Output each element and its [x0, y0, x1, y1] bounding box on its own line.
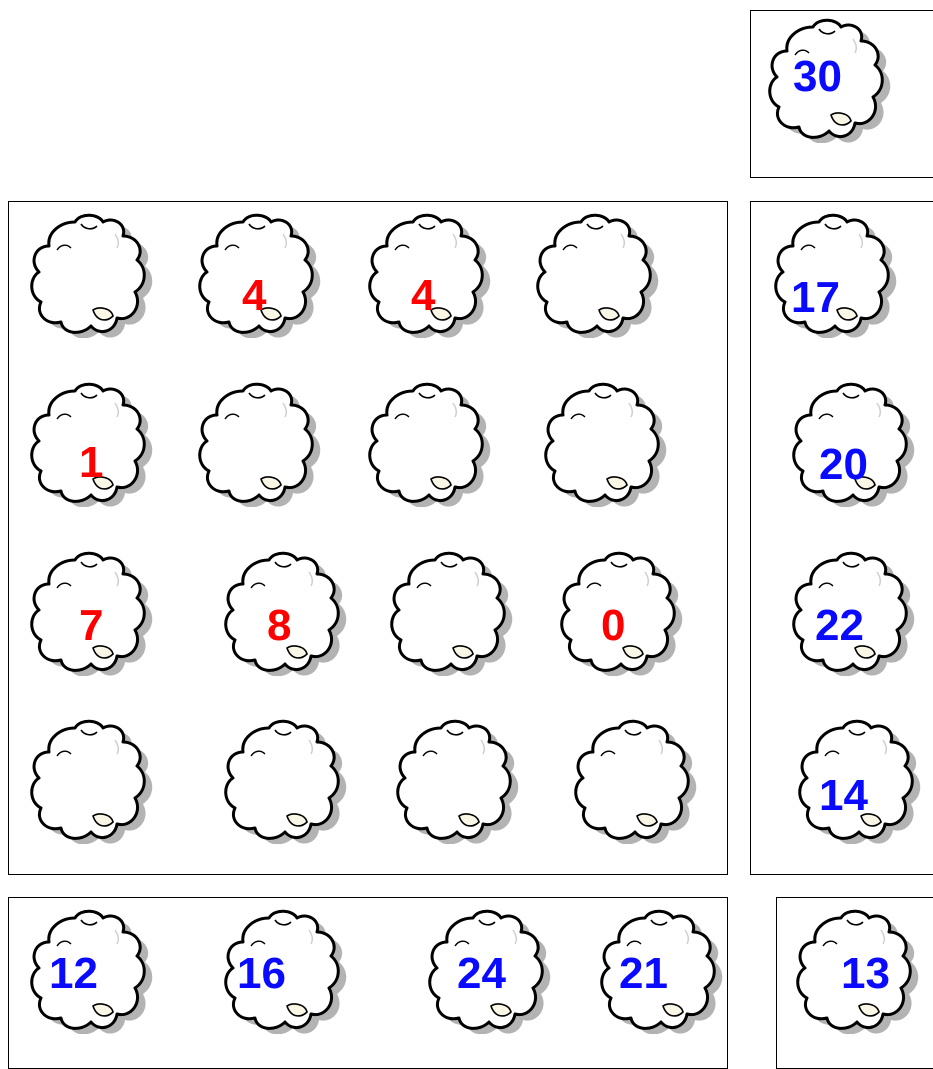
target-cloud: 30	[761, 15, 897, 143]
cloud-icon	[217, 716, 353, 844]
cloud-icon	[537, 379, 673, 507]
grid-cell-r4c3[interactable]	[389, 716, 525, 844]
grid-cell-r3c3[interactable]	[383, 548, 519, 676]
cloud-icon	[361, 379, 497, 507]
grid-cell-r1c2[interactable]: 4	[191, 210, 327, 338]
grid-cell-value: 4	[411, 274, 435, 318]
grid-cell-r2c1[interactable]: 1	[23, 379, 159, 507]
row-answer-value: 20	[819, 443, 868, 487]
cloud-icon	[389, 716, 525, 844]
cloud-icon	[567, 716, 703, 844]
grid-cell-value: 8	[267, 604, 291, 648]
column-answer-3: 24	[421, 906, 557, 1034]
grid-cell-r3c2[interactable]: 8	[217, 548, 353, 676]
column-answer-2: 16	[217, 906, 353, 1034]
row-answers-panel: 17 20 22 14	[750, 201, 933, 875]
grid-cell-r4c1[interactable]	[23, 716, 159, 844]
grid-cell-value: 1	[79, 441, 103, 485]
column-answer-1: 12	[23, 906, 159, 1034]
grid-cell-r2c3[interactable]	[361, 379, 497, 507]
cloud-icon	[23, 210, 159, 338]
column-answer-value: 24	[457, 952, 506, 996]
row-answer-value: 17	[791, 276, 840, 320]
row-answer-value: 14	[819, 774, 868, 818]
cloud-icon	[529, 210, 665, 338]
column-answer-value: 16	[237, 952, 286, 996]
grid-cell-r4c4[interactable]	[567, 716, 703, 844]
grid-cell-value: 0	[601, 604, 625, 648]
diagonal-answer-panel: 13	[776, 897, 933, 1069]
row-answer-value: 22	[815, 604, 864, 648]
diagonal-answer: 13	[789, 906, 925, 1034]
row-answer-1: 17	[767, 210, 903, 338]
grid-cell-r3c4[interactable]: 0	[553, 548, 689, 676]
column-answer-4: 21	[593, 906, 729, 1034]
grid-cell-r3c1[interactable]: 7	[23, 548, 159, 676]
diagonal-answer-value: 13	[841, 952, 890, 996]
grid-cell-r1c4[interactable]	[529, 210, 665, 338]
cloud-icon	[383, 548, 519, 676]
puzzle-grid-panel: 4 4 1 7 8 0	[8, 201, 728, 875]
grid-cell-r4c2[interactable]	[217, 716, 353, 844]
target-panel: 30	[750, 10, 933, 178]
cloud-icon	[191, 379, 327, 507]
row-answer-4: 14	[791, 716, 927, 844]
grid-cell-value: 7	[79, 604, 103, 648]
column-answers-panel: 12 16 24 21	[8, 897, 728, 1069]
grid-cell-r2c4[interactable]	[537, 379, 673, 507]
target-number: 30	[793, 55, 842, 99]
grid-cell-r1c1[interactable]	[23, 210, 159, 338]
column-answer-value: 12	[49, 952, 98, 996]
row-answer-3: 22	[785, 548, 921, 676]
column-answer-value: 21	[619, 952, 668, 996]
grid-cell-value: 4	[242, 274, 266, 318]
cloud-icon	[23, 716, 159, 844]
grid-cell-r2c2[interactable]	[191, 379, 327, 507]
row-answer-2: 20	[785, 379, 921, 507]
grid-cell-r1c3[interactable]: 4	[361, 210, 497, 338]
